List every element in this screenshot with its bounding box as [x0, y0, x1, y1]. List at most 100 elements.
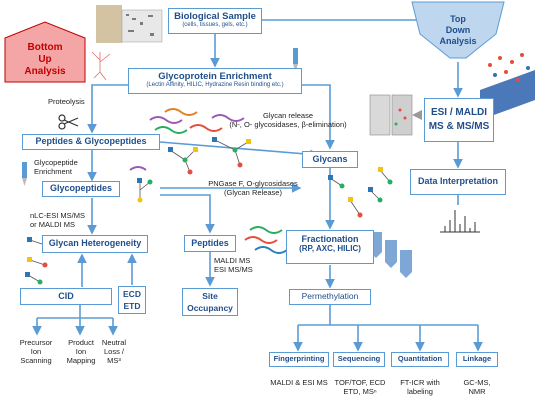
top-down-label: Top Down Analysis	[420, 14, 496, 47]
proteolysis-label: Proteolysis	[48, 97, 85, 106]
pngase-line1: PNGase F, O-glycosidases	[208, 179, 298, 188]
fingerprinting-method-label: MALDI & ESI MS	[262, 378, 336, 387]
neuron-icon	[91, 51, 111, 81]
glycopeptide-enrich-line2: Enrichment	[34, 167, 72, 176]
product-line2: Ion	[75, 347, 87, 356]
maldi-ms-label: MALDI MS	[214, 256, 251, 265]
top-down-line2: Down	[445, 25, 471, 35]
glycoprotein-enrichment-box: Glycoprotein Enrichment (Lectin Affinity…	[128, 68, 302, 94]
glycoprotein-enrichment-title: Glycoprotein Enrichment	[158, 71, 272, 82]
bottom-up-line1: Bottom	[27, 42, 63, 53]
glycan-heterogeneity-box: Glycan Heterogeneity	[42, 235, 148, 253]
precursor-line1: Precursor	[19, 338, 53, 347]
bottom-up-shape	[4, 21, 86, 83]
precursor-ion-label: Precursor Ion Scanning	[10, 338, 62, 365]
occupancy-label: Occupancy	[187, 303, 233, 313]
top-down-shape	[411, 1, 505, 59]
ecd-label: ECD	[123, 289, 141, 299]
peptides-glycopeptides-title: Peptides & Glycopeptides	[35, 136, 147, 146]
sequencing-method-line2: ETD, MSⁿ	[343, 387, 377, 396]
linkage-box: Linkage	[456, 352, 498, 367]
quantitation-method-label: FT-ICR with labeling	[392, 378, 448, 396]
sequencing-title: Sequencing	[337, 354, 381, 363]
data-interpretation-box: Data Interpretation	[410, 169, 506, 195]
fractionation-sub: (RP, AXC, HILIC)	[299, 244, 361, 253]
fractionation-title: Fractionation	[301, 234, 359, 244]
glycan-release-text: Glycan release	[262, 111, 314, 120]
fingerprinting-box: Fingerprinting	[269, 352, 329, 367]
bottom-up-label: Bottom Up Analysis	[5, 42, 85, 78]
arrow-enrich-to-peptides	[87, 84, 128, 134]
pngase-line2: (Glycan Release)	[224, 188, 282, 197]
quantitation-method-line1: FT-ICR with	[400, 378, 440, 387]
precursor-line2: Ion	[30, 347, 42, 356]
nlc-line1: nLC-ESI MS/MS	[30, 211, 86, 220]
biological-sample-title: Biological Sample	[174, 11, 256, 22]
esi-maldi-box: ESI / MALDI MS & MS/MS	[424, 98, 494, 142]
glycan-release-sub: (N-, O- glycosidases, β-elimination)	[229, 120, 347, 129]
glycoprotein-enrichment-sub: (Lectin Affinity, HILIC, Hydrazine Resin…	[146, 82, 284, 88]
peptides-title: Peptides	[191, 238, 229, 248]
data-interpretation-title: Data Interpretation	[417, 176, 498, 186]
quantitation-method-line2: labeling	[407, 387, 433, 396]
nlc-esi-label: nLC-ESI MS/MS or MALDI MS	[30, 211, 85, 229]
etd-label: ETD	[123, 301, 141, 311]
esi-maldi-line2: MS & MS/MS	[428, 121, 490, 132]
fingerprinting-title: Fingerprinting	[273, 354, 325, 363]
peptide-chain-icon	[129, 108, 288, 254]
nlc-line2: or MALDI MS	[30, 220, 76, 229]
scissors-icon	[58, 114, 79, 130]
quantitation-box: Quantitation	[391, 352, 449, 367]
glycopeptide-enrich-line1: Glycopeptide	[34, 158, 78, 167]
bottom-up-line2: Up	[38, 54, 52, 65]
linkage-method-line2: NMR	[468, 387, 486, 396]
biological-sample-box: Biological Sample (cells, tissues, gels,…	[168, 8, 262, 34]
vial-icon	[370, 232, 412, 278]
cid-title: CID	[58, 291, 74, 301]
product-line1: Product	[68, 338, 94, 347]
glycopeptides-box: Glycopeptides	[42, 181, 120, 197]
glycopeptides-title: Glycopeptides	[49, 183, 112, 193]
cid-box: CID	[20, 288, 112, 305]
sequencing-method-line1: TOF/TOF, ECD	[334, 378, 386, 387]
biological-sample-sub: (cells, tissues, gels, etc.)	[182, 22, 248, 28]
pngase-label: PNGase F, O-glycosidases (Glycan Release…	[198, 179, 308, 197]
product-line3: Mapping	[66, 356, 96, 365]
neutral-line3: MS³	[107, 356, 121, 365]
ecd-etd-box: ECD ETD	[118, 286, 146, 314]
tissue-sample-icon	[96, 5, 163, 43]
quantitation-title: Quantitation	[397, 354, 443, 363]
neutral-line1: Neutral	[101, 338, 127, 347]
top-down-line3: Analysis	[439, 36, 477, 46]
linkage-method-line1: GC-MS,	[463, 378, 491, 387]
bottom-up-line3: Analysis	[24, 66, 66, 77]
linkage-method-label: GC-MS, NMR	[456, 378, 498, 396]
peptides-box: Peptides	[184, 235, 236, 252]
precursor-line3: Scanning	[20, 356, 52, 365]
mass-spectrometer-icon	[369, 94, 422, 136]
linkage-title: Linkage	[462, 354, 492, 363]
neutral-loss-label: Neutral Loss / MS³	[96, 338, 132, 365]
maldi-esi-peptide-label: MALDI MS ESI MS/MS	[214, 256, 253, 274]
glycopeptide-enrichment-label: Glycopeptide Enrichment	[34, 158, 78, 176]
esi-msms-label: ESI MS/MS	[214, 265, 253, 274]
mass-spectrum-icon	[440, 210, 480, 233]
product-ion-label: Product Ion Mapping	[56, 338, 106, 365]
site-occupancy-box: Site Occupancy	[182, 288, 238, 316]
arrow-enrich-to-glycans	[302, 84, 335, 150]
esi-maldi-line1: ESI / MALDI	[430, 107, 488, 118]
glycan-release-label: Glycan release (N-, O- glycosidases, β-e…	[218, 111, 358, 129]
permethylation-title: Permethylation	[301, 291, 359, 301]
peptides-glycopeptides-box: Peptides & Glycopeptides	[22, 134, 160, 150]
top-down-line1: Top	[450, 14, 466, 24]
sequencing-box: Sequencing	[333, 352, 385, 367]
sequencing-method-label: TOF/TOF, ECD ETD, MSⁿ	[330, 378, 390, 396]
glycan-heterogeneity-title: Glycan Heterogeneity	[48, 238, 142, 248]
site-label: Site	[202, 291, 218, 301]
neutral-line2: Loss /	[103, 347, 124, 356]
fingerprinting-method-text: MALDI & ESI MS	[270, 378, 328, 387]
glycans-title: Glycans	[312, 154, 348, 164]
glycans-box: Glycans	[302, 151, 358, 168]
permethylation-box: Permethylation	[289, 289, 371, 305]
